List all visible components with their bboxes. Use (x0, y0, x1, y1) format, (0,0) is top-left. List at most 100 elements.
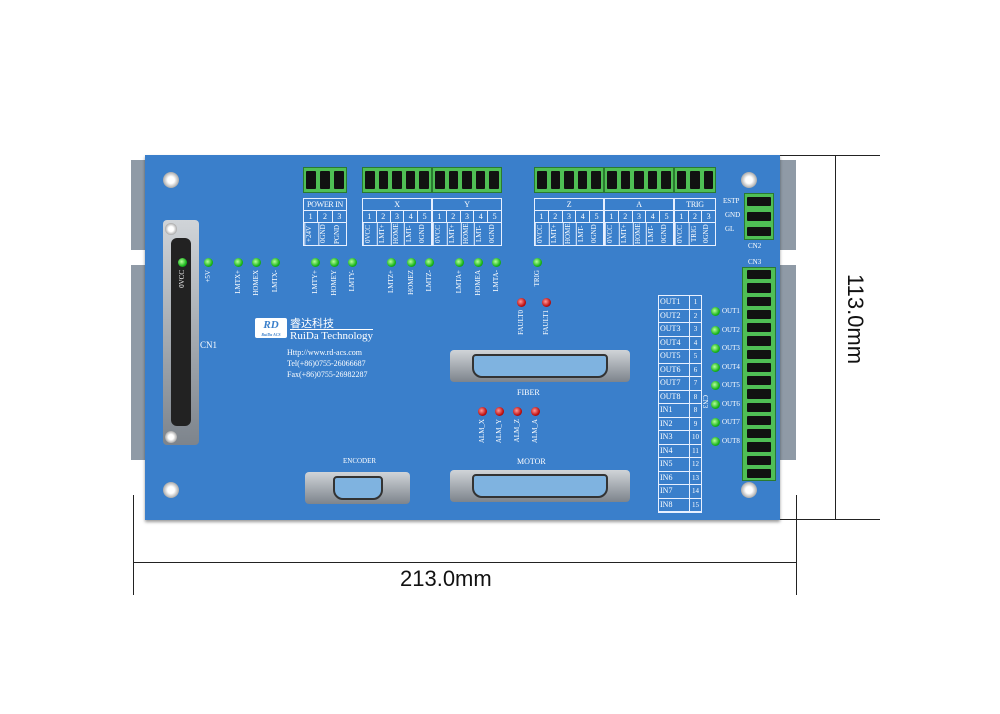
status-led-green (178, 258, 187, 267)
logo-text: RD (263, 319, 279, 331)
pin-number: 1 (433, 211, 447, 223)
pin-number: 3 (632, 211, 647, 223)
terminal-pin (747, 376, 771, 386)
pinout-table-title: Y (433, 199, 501, 211)
dimension-extension-left (133, 495, 134, 595)
cn3-signal: IN1 (659, 404, 690, 417)
led-label: LMTA- (492, 270, 500, 292)
encoder-connector-face (333, 476, 383, 500)
terminal-pin (703, 171, 713, 189)
cn3-pin: 9 (693, 419, 698, 428)
motor-label: MOTOR (517, 457, 546, 466)
cn3-pin: 8 (693, 406, 698, 414)
pinout-table-title: X (363, 199, 431, 211)
left-rail-bottom (131, 265, 147, 460)
output-led-green (711, 436, 720, 446)
pin-number: 5 (488, 211, 501, 223)
alarm-led-label: ALM_X (478, 419, 486, 444)
cn3-pin: 4 (693, 338, 698, 347)
fiber-connector-face (472, 354, 608, 378)
output-led-label: OUT1 (722, 307, 740, 315)
terminal-pin (747, 323, 771, 333)
pin-number: 4 (646, 211, 661, 223)
status-led-green (407, 258, 416, 267)
cn3-signal: OUT2 (659, 309, 690, 322)
terminal-pin (537, 171, 547, 189)
status-led-green (455, 258, 464, 267)
cn3-table-title: CN3 (701, 395, 709, 409)
status-led-green (252, 258, 261, 267)
pin-number: 4 (474, 211, 489, 223)
pin-number: 2 (618, 211, 633, 223)
pin-number: 2 (688, 211, 703, 223)
output-led-green (711, 307, 720, 316)
terminal-pin (591, 171, 601, 189)
cn3-signal: IN2 (659, 417, 690, 430)
fiber-label: FIBER (517, 388, 540, 397)
pin-signal: +24V (304, 223, 319, 245)
terminal-pin (747, 349, 771, 359)
output-led-label: OUT6 (722, 399, 740, 408)
cn1-label: CN1 (200, 340, 218, 350)
pin-signal: HOME (390, 223, 405, 245)
terminal-pin (607, 171, 617, 189)
cn2-label: CN2 (748, 242, 762, 250)
status-led-green (234, 258, 243, 267)
pin-signal: 0GND (660, 224, 669, 244)
cn3-signal: IN6 (659, 471, 690, 484)
brand-name-en: RuiDa Technology (290, 329, 374, 342)
fault-led-label: FAULT1 (542, 310, 550, 335)
status-led-green (533, 258, 542, 267)
status-led-green (492, 258, 501, 267)
alarm-led-red (478, 407, 487, 416)
cn3-signal: OUT7 (659, 377, 690, 390)
cn1-pin-field (171, 238, 191, 426)
cn3-pin: 1 (693, 298, 698, 306)
pin-number: 1 (675, 211, 689, 223)
pin-signal: LMT+ (446, 223, 461, 245)
terminal-block-power-in (303, 167, 347, 193)
led-label: HOMEY (330, 270, 338, 296)
pin-number: 4 (576, 211, 591, 223)
led-label: 0VCC (178, 270, 186, 288)
terminal-block-a (604, 167, 674, 193)
led-label: LMTY+ (311, 270, 319, 294)
output-led-green (711, 325, 720, 335)
terminal-block-z (534, 167, 604, 193)
pin-signal: 0GND (488, 224, 497, 244)
fault-led-red (542, 298, 551, 307)
pin-signal: 0VCC (675, 223, 689, 245)
led-label: LMTY- (348, 270, 356, 292)
cn3-pin: 13 (692, 473, 699, 482)
cn3-signal: OUT4 (659, 336, 690, 349)
terminal-block-y (432, 167, 502, 193)
logo-subtext: RuiDa ACS (261, 332, 281, 337)
dimension-extension-right (796, 495, 797, 595)
output-led-label: OUT4 (722, 362, 740, 371)
right-rail-bottom (778, 265, 796, 460)
brand-fax: Fax(+86)0755-26982287 (287, 370, 368, 379)
cn3-pin: 5 (693, 352, 698, 360)
alarm-led-red (495, 407, 504, 416)
output-led-label: OUT2 (722, 325, 740, 334)
led-label: LMTZ+ (387, 270, 395, 293)
cn3-signal: OUT5 (659, 350, 690, 363)
height-dimension-label: 113.0mm (843, 274, 868, 365)
terminal-pin (677, 171, 687, 189)
pin-signal: LMT+ (376, 223, 391, 245)
cn3-label: CN3 (748, 258, 762, 266)
output-led-green (711, 344, 720, 353)
